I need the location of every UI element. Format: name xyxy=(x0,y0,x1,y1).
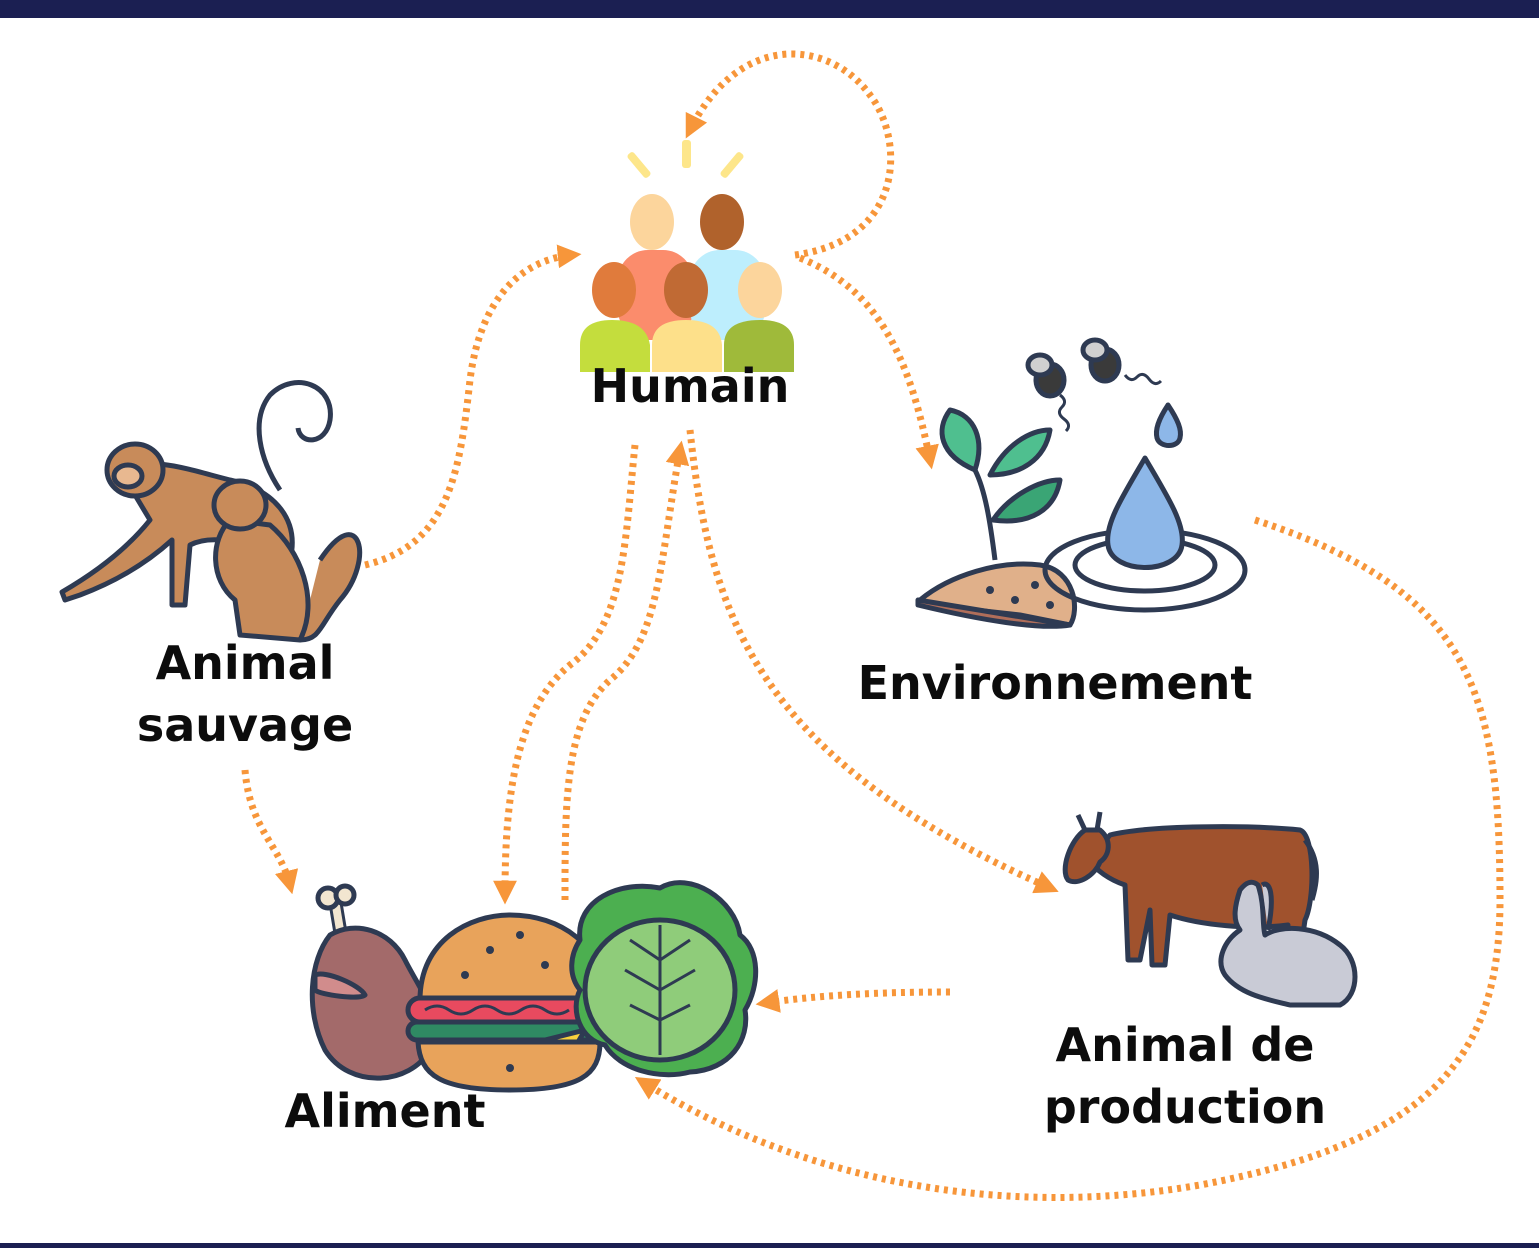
group-of-people-icon xyxy=(580,140,794,372)
cow-and-rabbit-icon xyxy=(1062,811,1358,1008)
arrow-human-self-loop xyxy=(685,50,895,259)
arrow-human-farm-bidirectional xyxy=(686,429,1059,894)
node-label-environment: Environnement xyxy=(857,656,1253,710)
node-label-human: Humain xyxy=(590,359,790,413)
node-label-farm-animal-line2: production xyxy=(1043,1080,1327,1134)
arrow-environment-to-food xyxy=(634,516,1504,1201)
monkey-and-squirrel-icon xyxy=(59,380,363,643)
top-frame-bar xyxy=(0,0,1539,18)
node-label-farm-animal-line1: Animal de xyxy=(1055,1018,1315,1072)
arrow-farm-to-food xyxy=(755,988,951,1013)
node-label-wild-animal-line2: sauvage xyxy=(136,698,354,752)
arrow-human-to-environment xyxy=(798,254,939,470)
bottom-frame-bar xyxy=(0,1243,1539,1248)
node-label-wild-animal-line1: Animal xyxy=(155,636,335,690)
arrow-wild-to-human xyxy=(364,244,582,569)
node-label-wild-animal: Animal sauvage xyxy=(110,632,380,756)
node-label-food: Aliment xyxy=(284,1084,486,1138)
arrow-human-to-food xyxy=(493,444,639,905)
meat-burger-cabbage-icon xyxy=(309,880,759,1093)
node-label-farm-animal: Animal de production xyxy=(1020,1014,1350,1138)
arrow-wild-to-food xyxy=(241,769,299,895)
arrow-food-to-human xyxy=(561,440,690,901)
plant-soil-water-flies-icon xyxy=(915,337,1248,629)
